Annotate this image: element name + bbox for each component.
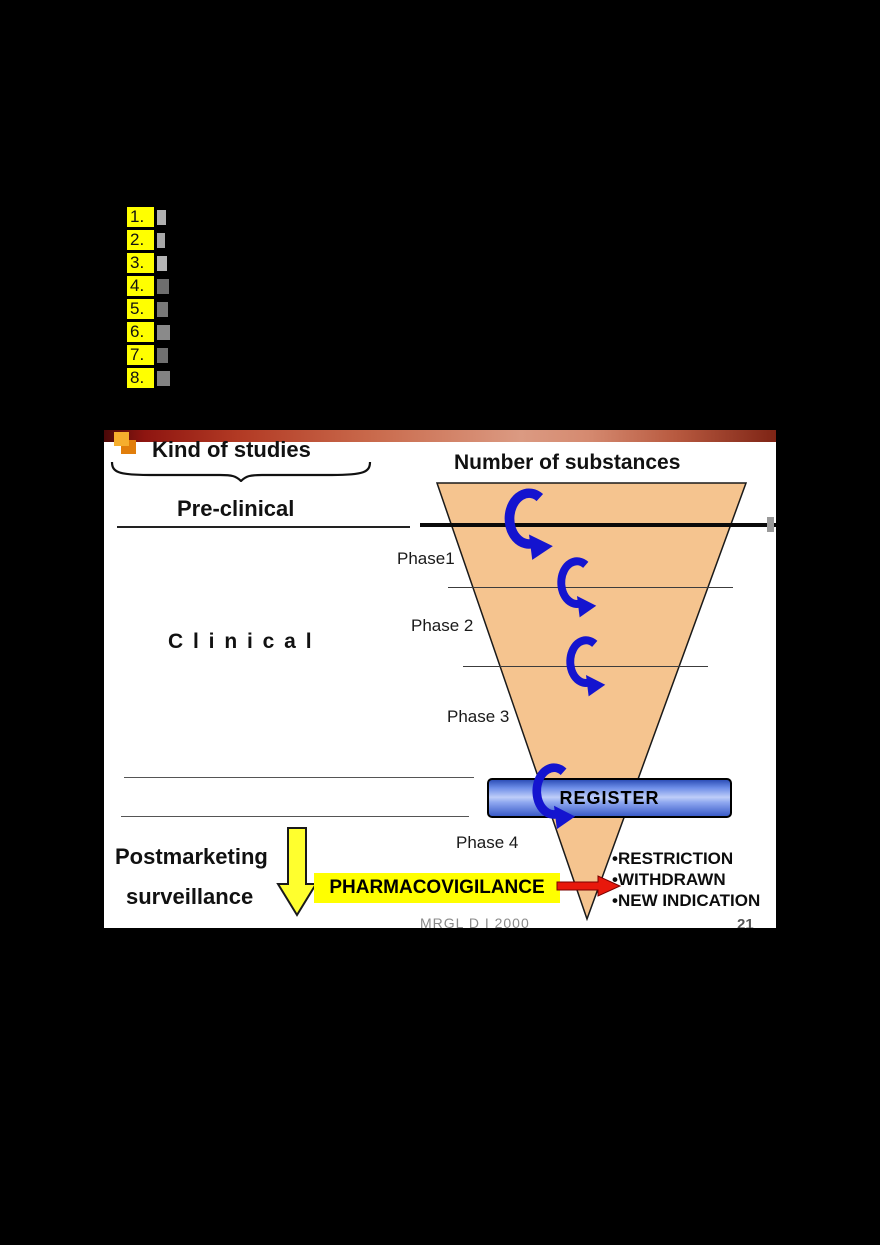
redacted-text-fragment bbox=[157, 255, 167, 271]
list-number: 3. bbox=[127, 253, 154, 273]
list-item: 8. bbox=[127, 368, 170, 388]
list-number: 8. bbox=[127, 368, 154, 388]
pharmacovigilance-box: PHARMACOVIGILANCE bbox=[314, 873, 560, 903]
phase4-label: Phase 4 bbox=[456, 833, 519, 852]
drug-development-funnel-slide: Kind of studies Number of substances Pre… bbox=[104, 430, 776, 928]
substances-funnel-shape bbox=[435, 482, 748, 922]
register-left-line-top bbox=[124, 777, 474, 778]
kind-of-studies-heading: Kind of studies bbox=[152, 437, 311, 462]
redacted-text-fragment bbox=[157, 301, 168, 317]
slide-footer-text: MRGL D I 2000 bbox=[420, 915, 530, 928]
outcome-withdrawn: •WITHDRAWN bbox=[612, 870, 726, 889]
list-item: 1. bbox=[127, 207, 170, 227]
list-item: 2. bbox=[127, 230, 170, 250]
phase3-label: Phase 3 bbox=[447, 707, 510, 726]
outcome-new-indication: •NEW INDICATION bbox=[612, 891, 761, 910]
redacted-text-fragment bbox=[157, 278, 169, 294]
red-right-arrow-icon bbox=[556, 875, 622, 897]
redacted-numbered-list: 1. 2. 3. 4. 5. 6. 7. 8. bbox=[127, 207, 170, 388]
slide-page-number: 21 bbox=[737, 916, 754, 928]
redacted-text-fragment bbox=[157, 324, 170, 340]
pre-clinical-label: Pre-clinical bbox=[177, 496, 295, 521]
register-left-line-bottom bbox=[121, 816, 469, 817]
register-bar: REGISTER bbox=[487, 778, 732, 818]
cycle-arrow-icon bbox=[532, 763, 576, 830]
list-number: 5. bbox=[127, 299, 154, 319]
orange-square-bullet-icon bbox=[114, 432, 129, 446]
postmarketing-label-line1: Postmarketing bbox=[115, 844, 268, 869]
phase2-label: Phase 2 bbox=[411, 616, 474, 635]
phase2-cutoff-line bbox=[463, 666, 708, 667]
cycle-arrow-icon bbox=[557, 557, 597, 618]
list-number: 7. bbox=[127, 345, 154, 365]
list-item: 6. bbox=[127, 322, 170, 342]
list-number: 2. bbox=[127, 230, 154, 250]
outcomes-bullet-list: •RESTRICTION •WITHDRAWN •NEW INDICATION bbox=[612, 848, 760, 911]
pre-clinical-underline bbox=[117, 526, 410, 528]
clinical-label: C l i n i c a l bbox=[168, 630, 314, 653]
list-item: 5. bbox=[127, 299, 170, 319]
cycle-arrow-icon bbox=[504, 488, 553, 560]
redacted-text-fragment bbox=[157, 209, 166, 225]
curly-brace-icon bbox=[110, 461, 372, 482]
list-item: 3. bbox=[127, 253, 170, 273]
phase1-label: Phase1 bbox=[397, 549, 455, 568]
list-number: 6. bbox=[127, 322, 154, 342]
phase1-cutoff-line bbox=[448, 587, 733, 588]
slide-accent-bar bbox=[104, 430, 776, 442]
redacted-text-fragment bbox=[157, 347, 168, 363]
list-item: 4. bbox=[127, 276, 170, 296]
postmarketing-label-line2: surveillance bbox=[126, 884, 254, 909]
redacted-text-fragment bbox=[157, 232, 165, 248]
list-number: 1. bbox=[127, 207, 154, 227]
line-end-tick bbox=[767, 517, 774, 532]
outcome-restriction: •RESTRICTION bbox=[612, 849, 734, 868]
cycle-arrow-icon bbox=[566, 636, 606, 697]
preclinical-cutoff-line bbox=[420, 523, 776, 527]
list-number: 4. bbox=[127, 276, 154, 296]
number-of-substances-heading: Number of substances bbox=[454, 451, 681, 474]
list-item: 7. bbox=[127, 345, 170, 365]
redacted-text-fragment bbox=[157, 370, 170, 386]
down-arrow-icon bbox=[276, 827, 318, 917]
